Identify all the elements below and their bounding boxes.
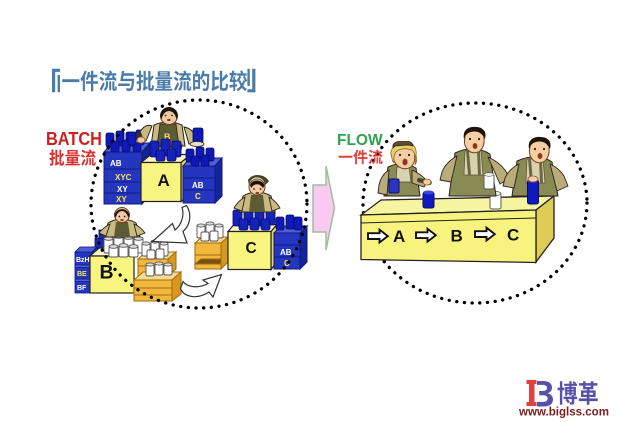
svg-text:C: C (246, 240, 257, 257)
svg-text:B: B (451, 227, 463, 246)
svg-text:C: C (284, 259, 290, 268)
svg-text:B: B (100, 262, 114, 284)
svg-text:BATCH: BATCH (46, 128, 102, 149)
svg-text:www.biglss.com: www.biglss.com (518, 405, 609, 419)
svg-text:XY: XY (116, 195, 127, 204)
svg-text:BF: BF (77, 285, 87, 292)
svg-text:AB: AB (192, 181, 204, 190)
svg-text:BzH: BzH (76, 257, 90, 264)
svg-text:BE: BE (77, 271, 87, 278)
svg-text:C: C (507, 226, 519, 245)
svg-text:AB: AB (280, 248, 292, 257)
svg-text:FLOW: FLOW (337, 132, 383, 149)
svg-text:AB: AB (110, 159, 122, 168)
svg-text:XY: XY (117, 185, 128, 194)
svg-text:C: C (195, 192, 201, 201)
svg-text:B: B (164, 132, 171, 142)
svg-text:A: A (393, 227, 405, 246)
svg-text:A: A (158, 171, 170, 190)
svg-text:XYC: XYC (115, 173, 132, 182)
